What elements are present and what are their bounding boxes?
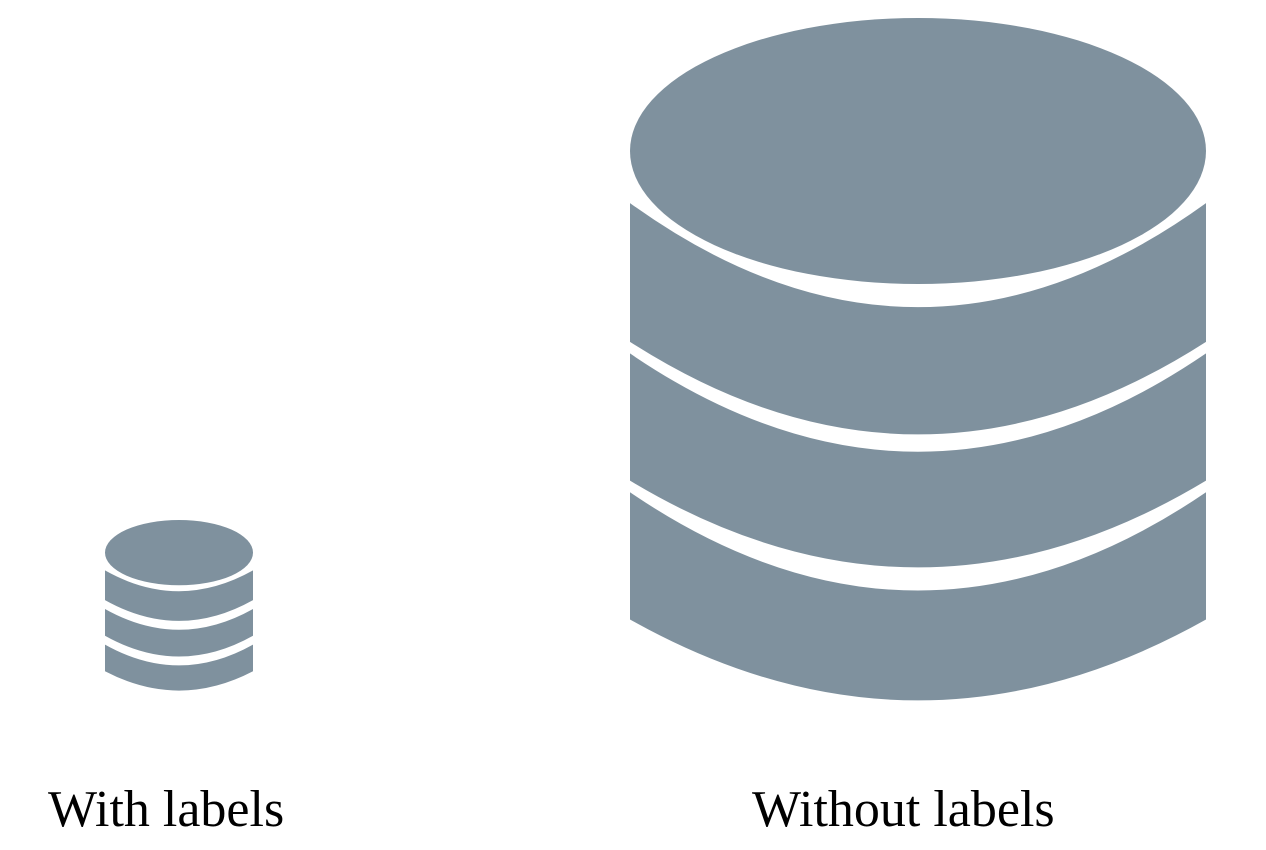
caption-without-labels: Without labels bbox=[752, 781, 1055, 838]
database-band-1 bbox=[105, 570, 253, 621]
database-icon-svg bbox=[630, 18, 1206, 701]
caption-with-labels: With labels bbox=[48, 781, 285, 838]
database-top-disk bbox=[630, 18, 1206, 285]
database-band-3 bbox=[105, 644, 253, 691]
database-top-disk bbox=[105, 520, 253, 586]
database-shape bbox=[105, 520, 253, 691]
database-band-2 bbox=[630, 353, 1206, 568]
database-band-2 bbox=[105, 609, 253, 657]
database-band-1 bbox=[630, 203, 1206, 435]
large-database-icon bbox=[630, 18, 1206, 712]
database-band-3 bbox=[630, 492, 1206, 701]
database-icon-svg bbox=[105, 520, 253, 691]
database-shape bbox=[630, 18, 1206, 701]
small-database-icon bbox=[105, 520, 253, 698]
